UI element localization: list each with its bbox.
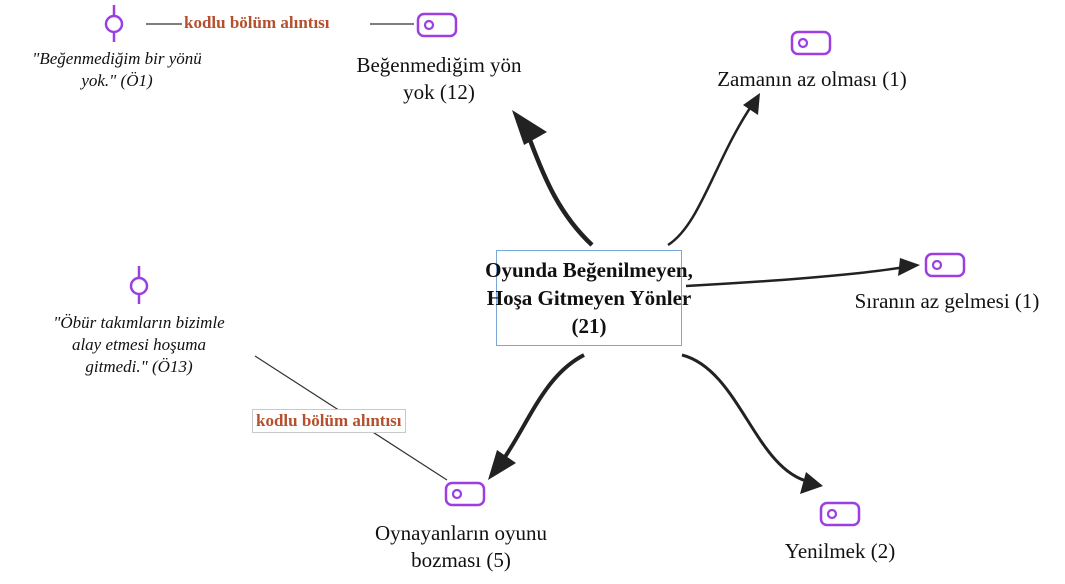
link-label-q1: kodlu bölüm alıntısı: [182, 13, 332, 33]
quote-q2-line3: gitmedi." (Ö13): [85, 357, 193, 376]
code-label-zamanin[interactable]: Zamanın az olması (1): [717, 67, 907, 91]
code-icon-siranin[interactable]: [924, 252, 966, 278]
arrowhead-yenilmek: [800, 472, 823, 494]
code-label-begenmedigim-line2: yok (12): [403, 80, 475, 104]
code-label-oynayanlar-line2: bozması (5): [411, 548, 511, 572]
central-theme-line2: Hoşa Gitmeyen Yönler: [486, 286, 692, 310]
quote-q2-line2: alay etmesi hoşuma: [71, 335, 207, 354]
code-icon-zamanin[interactable]: [790, 30, 832, 56]
code-label-yenilmek[interactable]: Yenilmek (2): [784, 539, 896, 563]
code-label-oynayanlar[interactable]: Oynayanların oyunu bozması (5): [356, 520, 566, 574]
quote-q1-line2: yok." (Ö1): [81, 71, 153, 90]
code-icon-yenilmek[interactable]: [819, 501, 861, 527]
arrowhead-zamanin: [743, 93, 760, 115]
quote-q1-line1: "Beğenmediğim bir yönü: [32, 49, 202, 68]
arrowhead-oynayanlar: [488, 450, 516, 480]
arrow-to-yenilmek: [681, 353, 811, 484]
quote-icon-q2[interactable]: [129, 266, 149, 304]
central-theme-line1: Oyunda Beğenilmeyen,: [485, 258, 693, 282]
arrowhead-siranin: [898, 258, 920, 276]
code-label-begenmedigim[interactable]: Beğenmediğim yön yok (12): [326, 52, 552, 106]
arrow-to-siranin: [685, 265, 906, 288]
central-theme-count: (21): [571, 314, 607, 338]
code-label-oynayanlar-line1: Oynayanların oyunu: [374, 521, 548, 545]
link-label-q2: kodlu bölüm alıntısı: [252, 409, 406, 433]
quote-q2-line1: "Öbür takımların bizimle: [53, 313, 225, 332]
quote-icon-q1[interactable]: [104, 5, 124, 42]
arrow-to-oynayanlar: [501, 353, 585, 462]
code-label-begenmedigim-line1: Beğenmediğim yön: [356, 53, 522, 77]
quote-q1[interactable]: "Beğenmediğim bir yönü yok." (Ö1): [4, 48, 230, 92]
code-icon-begenmedigim[interactable]: [416, 12, 458, 38]
arrowhead-begenmedigim: [512, 110, 547, 145]
arrow-to-zamanin: [667, 104, 754, 247]
quote-q2[interactable]: "Öbür takımların bizimle alay etmesi hoş…: [24, 312, 254, 378]
central-theme-node[interactable]: Oyunda Beğenilmeyen, Hoşa Gitmeyen Yönle…: [485, 250, 693, 346]
code-label-siranin[interactable]: Sıranın az gelmesi (1): [854, 289, 1040, 313]
code-icon-oynayanlar[interactable]: [444, 481, 486, 507]
arrow-to-begenmedigim: [527, 139, 594, 247]
